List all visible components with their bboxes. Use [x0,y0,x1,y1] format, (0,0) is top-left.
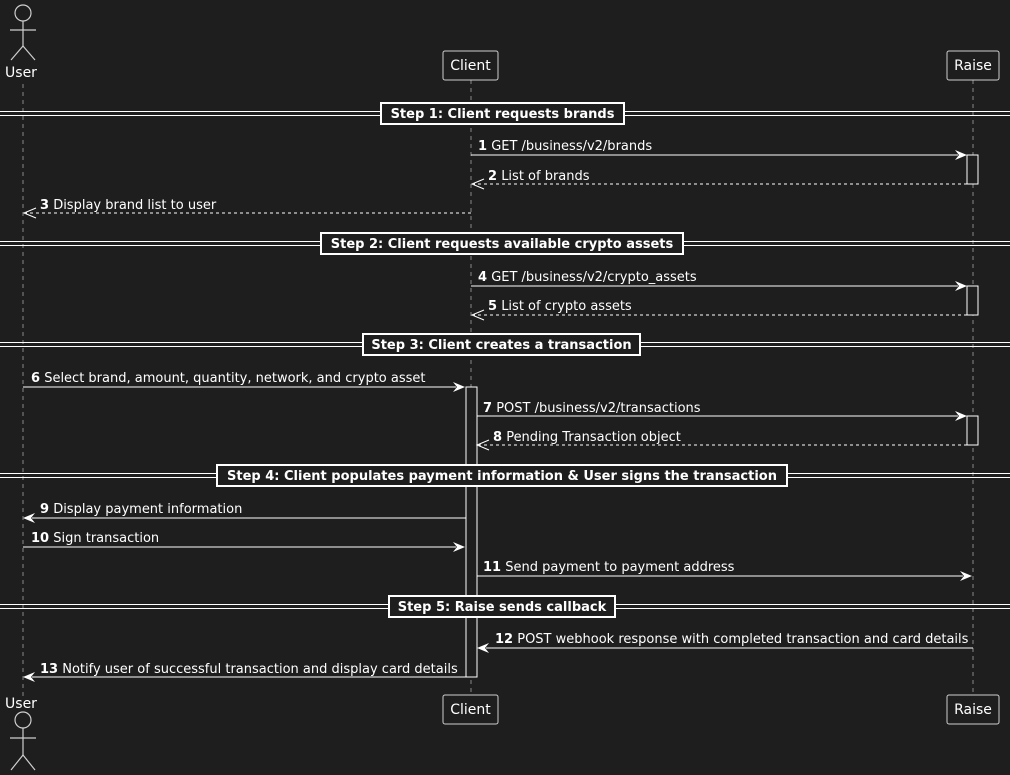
message-9-text: Display payment information [53,502,242,517]
message-9: 9 Display payment information [23,502,466,523]
message-13-number: 13 [40,662,58,677]
message-13-text: Notify user of successful transaction an… [62,662,458,677]
message-10: 10 Sign transaction [23,531,465,552]
message-2-number: 2 [488,169,497,184]
raise-label-top: Raise [954,58,992,74]
client-label-bottom: Client [450,702,491,718]
raise-participant-bottom: Raise [946,694,1000,725]
message-10-text: Sign transaction [53,531,159,546]
step-4-divider: Step 4: Client populates payment informa… [0,464,1010,487]
message-8-number: 8 [493,430,502,445]
step-4-label: Step 4: Client populates payment informa… [227,469,777,484]
message-3: 3 Display brand list to user [22,198,471,219]
message-4-number: 4 [478,270,487,285]
message-11: 11 Send payment to payment address [477,560,972,581]
client-participant-bottom: Client [442,694,499,725]
client-label-top: Client [450,58,491,74]
step-3-divider: Step 3: Client creates a transaction [0,333,1010,356]
message-12: 12 POST webhook response with completed … [477,632,973,653]
message-10-number: 10 [31,531,49,546]
message-1: 1 GET /business/v2/brands [471,139,967,160]
message-4: 4 GET /business/v2/crypto_assets [471,270,967,291]
svg-text:1 GET /business/v2/brands: 1 GET /business/v2/brands [478,139,652,154]
svg-text:6 Select brand, amount, quanti: 6 Select brand, amount, quantity, networ… [31,371,426,386]
svg-text:10 Sign transaction: 10 Sign transaction [31,531,159,546]
message-12-text: POST webhook response with completed tra… [517,632,968,647]
raise-label-bottom: Raise [954,702,992,718]
user-label-top: User [5,65,37,81]
raise-activation-2 [966,285,979,316]
message-1-number: 1 [478,139,487,154]
message-8: 8 Pending Transaction object [475,430,967,451]
message-6-text: Select brand, amount, quantity, network,… [44,371,425,386]
svg-text:7 POST /business/v2/transactio: 7 POST /business/v2/transactions [483,401,701,416]
message-2-text: List of brands [501,169,590,184]
message-7-text: POST /business/v2/transactions [496,401,701,416]
step-3-label: Step 3: Client creates a transaction [371,338,631,353]
raise-participant-top: Raise [946,50,1000,81]
message-5-text: List of crypto assets [501,299,632,314]
svg-text:2 List of brands: 2 List of brands [488,169,590,184]
message-9-number: 9 [40,502,49,517]
message-6: 6 Select brand, amount, quantity, networ… [23,371,465,392]
raise-activation-1 [966,154,979,185]
step-1-label: Step 1: Client requests brands [391,107,615,122]
step-2-divider: Step 2: Client requests available crypto… [0,232,1010,255]
raise-activation-3 [966,415,979,446]
message-1-text: GET /business/v2/brands [491,139,652,154]
message-11-text: Send payment to payment address [505,560,734,575]
user-label-bottom: User [5,696,37,712]
svg-text:5 List of crypto assets: 5 List of crypto assets [488,299,632,314]
svg-text:13 Notify user of successful t: 13 Notify user of successful transaction… [40,662,458,677]
step-5-label: Step 5: Raise sends callback [398,600,607,615]
message-3-text: Display brand list to user [53,198,217,213]
message-11-number: 11 [483,560,501,575]
user-actor-bottom: User [5,696,37,771]
step-5-divider: Step 5: Raise sends callback [0,595,1010,618]
step-1-divider: Step 1: Client requests brands [0,102,1010,125]
step-2-label: Step 2: Client requests available crypto… [331,237,674,252]
svg-text:9 Display payment information: 9 Display payment information [40,502,242,517]
message-3-number: 3 [40,198,49,213]
user-actor-top: User [5,4,37,81]
svg-text:8 Pending Transaction object: 8 Pending Transaction object [493,430,681,445]
svg-text:11 Send payment to payment add: 11 Send payment to payment address [483,560,735,575]
message-5: 5 List of crypto assets [470,299,967,321]
client-participant-top: Client [442,50,499,81]
client-activation [465,386,478,678]
message-7-number: 7 [483,401,492,416]
message-5-number: 5 [488,299,497,314]
message-12-number: 12 [495,632,513,647]
svg-text:4 GET /business/v2/crypto_asse: 4 GET /business/v2/crypto_assets [478,270,697,285]
message-7: 7 POST /business/v2/transactions [477,401,967,421]
message-6-number: 6 [31,371,40,386]
message-4-text: GET /business/v2/crypto_assets [491,270,697,285]
svg-text:3 Display brand list to user: 3 Display brand list to user [40,198,217,213]
message-8-text: Pending Transaction object [506,430,681,445]
message-13: 13 Notify user of successful transaction… [23,662,466,682]
svg-text:12 POST webhook response with: 12 POST webhook response with completed … [495,632,969,647]
message-2: 2 List of brands [470,169,967,190]
